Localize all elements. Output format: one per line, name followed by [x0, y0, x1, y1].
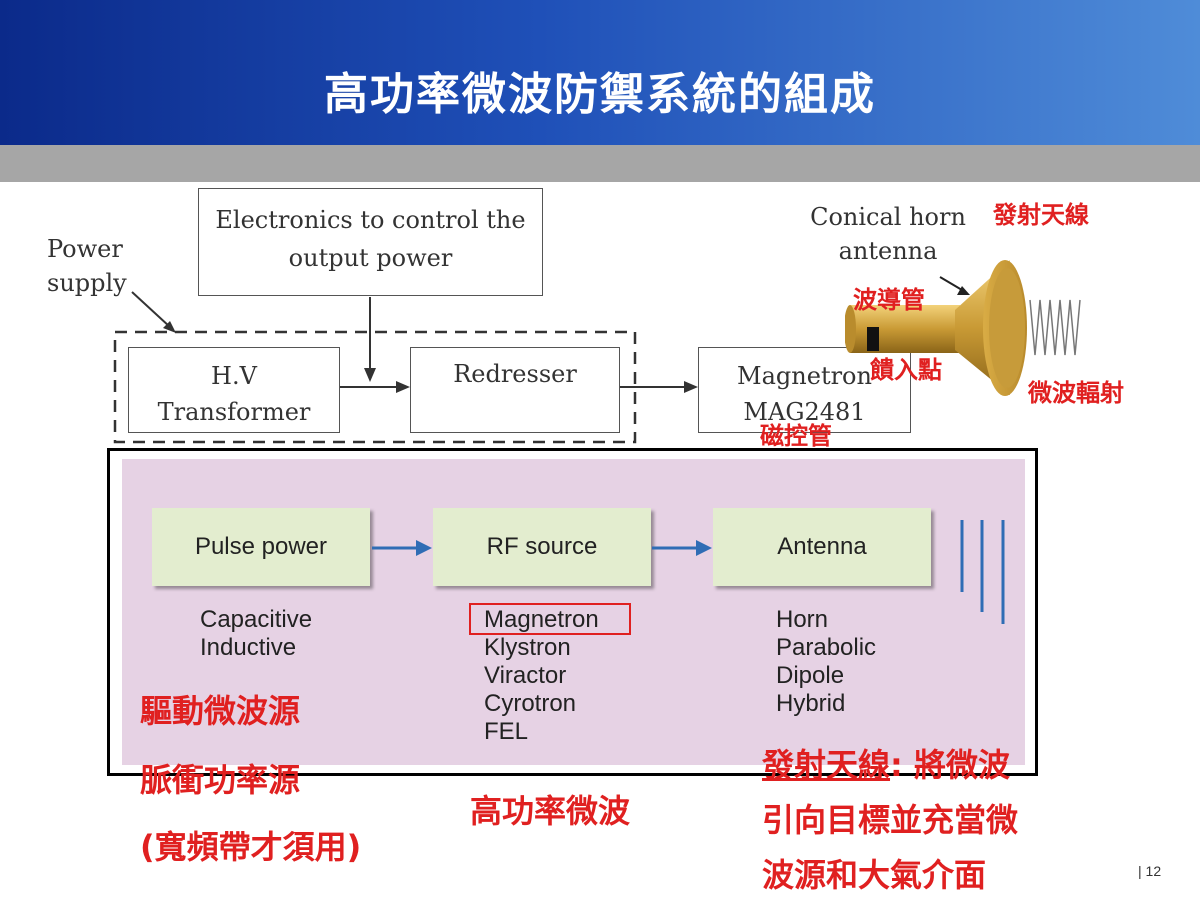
pulse-power-list: Capacitive Inductive [200, 606, 312, 662]
list-item: Parabolic [776, 634, 877, 661]
hv-to-redresser-head [396, 381, 410, 393]
cn-radiation-label: 微波輻射 [1028, 379, 1124, 407]
electronics-box: Electronics to control the output power [198, 188, 543, 296]
rf-source-list: Magnetron Klystron Viractor Cyrotron FEL [484, 606, 599, 746]
panel-arrows [372, 520, 1005, 624]
note-antenna-line2: 引向目標並充當微 [762, 801, 1019, 839]
cn-waveguide-label: 波導管 [853, 286, 925, 314]
note-antenna-line3: 波源和大氣介面 [762, 856, 987, 894]
list-item: Viractor [484, 662, 567, 689]
feed-point [867, 327, 879, 351]
antenna-list: Horn Parabolic Dipole Hybrid [776, 606, 876, 718]
list-item: Inductive [200, 634, 297, 661]
title-banner [0, 0, 1200, 145]
list-item: Capacitive [200, 606, 313, 633]
rf-to-antenna-arrow-head [696, 540, 712, 556]
cn-feed-label: 饋入點 [870, 356, 942, 384]
cn-magnetron-label: 磁控管 [760, 422, 832, 450]
horn-pointer [939, 276, 963, 291]
slide-title: 高功率微波防禦系統的組成 [324, 69, 876, 120]
note-antenna-underlined: 發射天線 [762, 746, 891, 784]
horn-antenna-icon [845, 260, 1081, 396]
redresser-to-magnetron-head [684, 381, 698, 393]
list-item: Magnetron [484, 606, 599, 633]
note-drive-source: 驅動微波源 [140, 692, 301, 730]
antenna-box: Antenna [713, 508, 931, 586]
cn-antenna-label: 發射天線 [993, 201, 1089, 229]
power-supply-label: Power supply [47, 235, 127, 297]
magnetron-highlight-box [469, 603, 631, 635]
pulse-to-rf-arrow-head [416, 540, 432, 556]
conical-horn-label: Conical horn antenna [810, 203, 966, 265]
power-supply-dashed-box [113, 330, 637, 444]
power-supply-pointer-head [163, 321, 176, 333]
rf-source-box: RF source [433, 508, 651, 586]
magnetron-box: Magnetron MAG2481 [698, 347, 911, 433]
black-highlight-frame [107, 448, 1038, 776]
list-item: Hybrid [776, 690, 846, 717]
electronics-arrow-head [364, 368, 376, 382]
note-antenna-rest: : 將微波 [890, 746, 1010, 784]
note-antenna-desc: 發射天線: 將微波 [762, 740, 1010, 786]
note-pulse-power: 脈衝功率源 [140, 761, 301, 799]
grey-divider-bar [0, 145, 1200, 182]
block-diagram-lines [113, 276, 970, 444]
list-item: Klystron [484, 634, 571, 661]
note-hpm: 高功率微波 [470, 792, 631, 830]
note-broadband: (寬頻帶才須用) [140, 828, 362, 866]
list-item: Cyrotron [484, 690, 577, 717]
list-item: Horn [776, 606, 829, 633]
list-item: Dipole [776, 662, 845, 689]
pulse-power-box: Pulse power [152, 508, 370, 586]
hv-transformer-box: H.V Transformer [128, 347, 340, 433]
redresser-box: Redresser [410, 347, 620, 433]
page-number: | 12 [1138, 863, 1162, 879]
microwave-wave-icon [1029, 299, 1081, 356]
horn-pointer-head [957, 286, 970, 295]
list-item: FEL [484, 718, 529, 745]
power-supply-pointer [131, 291, 171, 328]
